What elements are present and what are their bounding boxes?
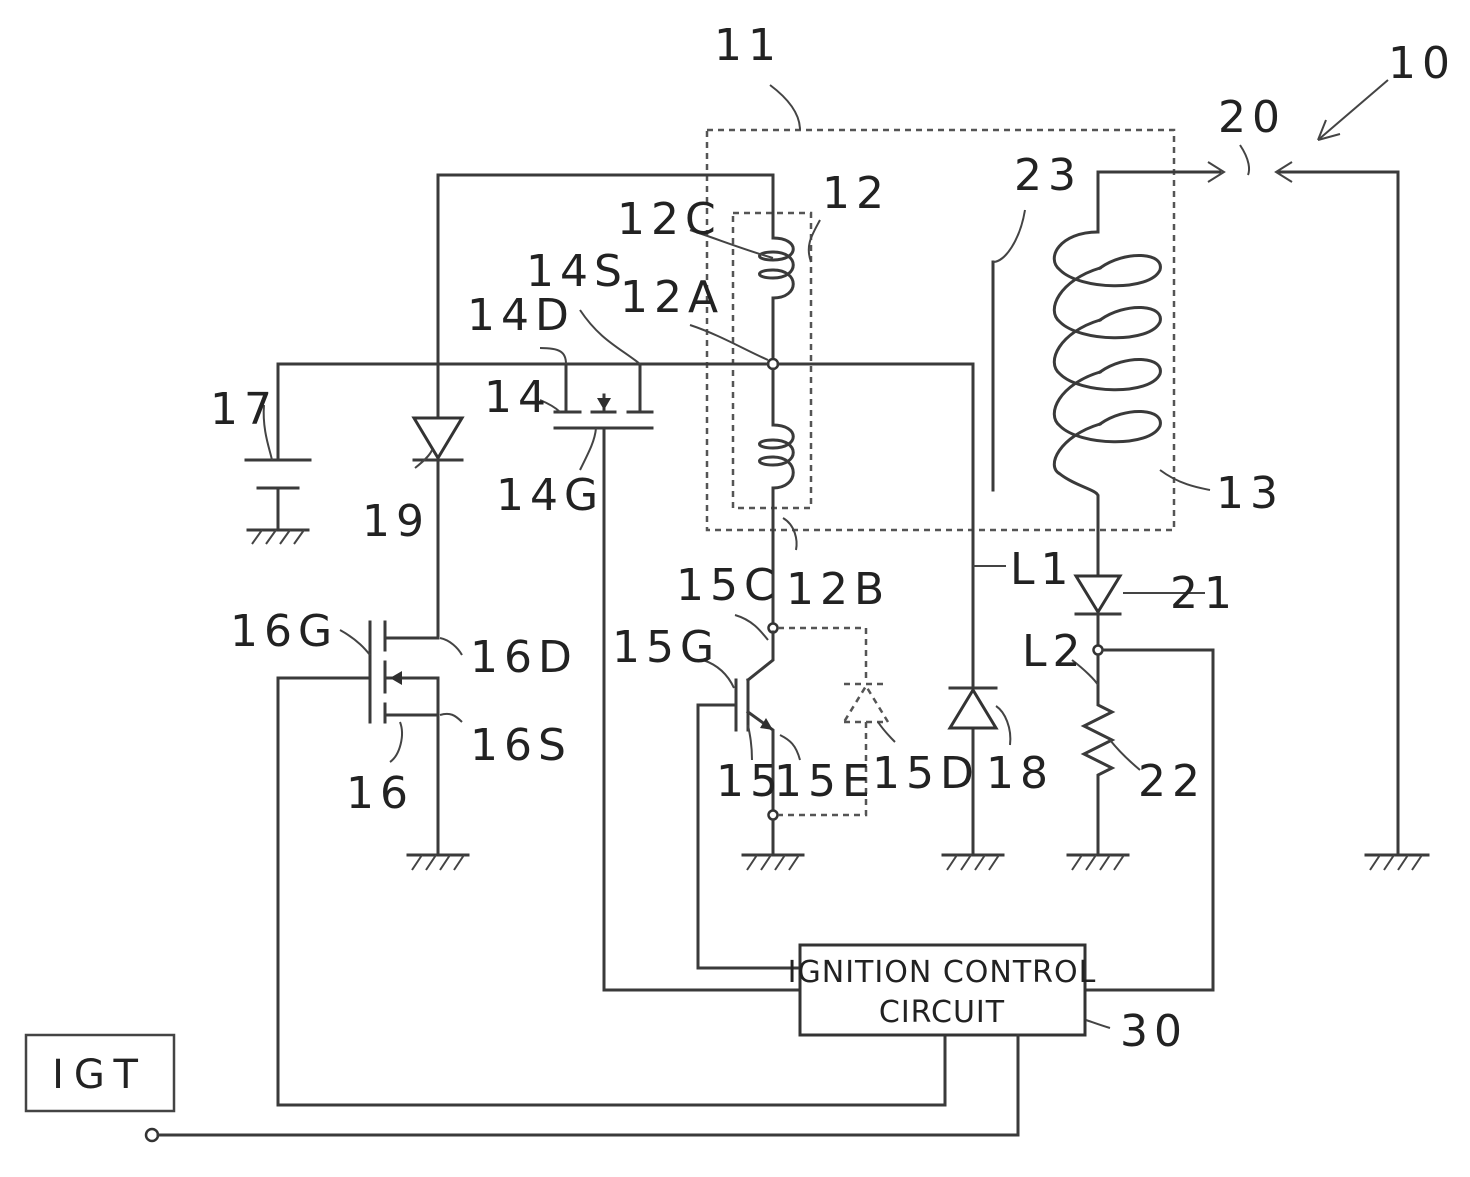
leader-15d xyxy=(878,722,895,742)
leader-18 xyxy=(996,706,1010,745)
leader-11 xyxy=(770,85,800,130)
label-10: 10 xyxy=(1388,38,1456,89)
label-16g: 16G xyxy=(230,606,338,657)
ignition-coil-boundary xyxy=(707,130,1174,530)
leader-22 xyxy=(1110,740,1140,770)
leader-13 xyxy=(1160,470,1210,490)
leader-10 xyxy=(1318,80,1388,140)
diode-18 xyxy=(950,688,996,728)
ground-22 xyxy=(1068,855,1128,870)
label-l2: L2 xyxy=(1022,626,1087,677)
label-15d: 15D xyxy=(872,748,980,799)
leader-12a xyxy=(690,325,768,360)
label-12: 12 xyxy=(822,168,890,219)
ground-15 xyxy=(743,855,803,870)
leader-16g xyxy=(340,630,370,655)
control-box-line2: CIRCUIT xyxy=(879,995,1005,1030)
label-16s: 16S xyxy=(470,720,572,771)
label-15g: 15G xyxy=(612,622,720,673)
leader-20 xyxy=(1240,145,1249,175)
secondary-coil-13 xyxy=(1054,162,1224,574)
igt-label: IGT xyxy=(52,1052,148,1098)
label-18: 18 xyxy=(986,748,1054,799)
leader-16 xyxy=(390,722,402,762)
leader-15c xyxy=(735,615,768,640)
label-20: 20 xyxy=(1218,92,1286,143)
label-12c: 12C xyxy=(617,194,722,245)
label-23: 23 xyxy=(1014,150,1082,201)
label-12b: 12B xyxy=(786,564,890,615)
leader-16d xyxy=(440,638,462,655)
wire-diode19-to-16d xyxy=(385,462,438,638)
label-14g: 14G xyxy=(496,470,604,521)
label-19: 19 xyxy=(362,496,430,547)
label-17: 17 xyxy=(210,384,278,435)
ground-16 xyxy=(408,855,468,870)
leader-14g xyxy=(580,428,596,470)
leader-30 xyxy=(1086,1020,1110,1028)
primary-coil-upper xyxy=(760,215,794,362)
leader-15 xyxy=(748,725,752,760)
label-16: 16 xyxy=(346,768,414,819)
leader-12b xyxy=(783,518,797,550)
leader-23 xyxy=(993,210,1025,262)
leader-16s xyxy=(440,714,462,722)
wire-top-left xyxy=(438,175,773,215)
label-14d: 14D xyxy=(467,290,575,341)
control-box-line1: IGNITION CONTROL xyxy=(788,955,1097,990)
igt-terminal xyxy=(146,1129,158,1141)
label-15c: 15C xyxy=(676,560,781,611)
label-12a: 12A xyxy=(620,272,724,323)
label-30: 30 xyxy=(1120,1006,1188,1057)
leader-14d xyxy=(540,348,566,364)
label-21: 21 xyxy=(1170,568,1238,619)
wire-12a-right xyxy=(778,364,973,688)
label-13: 13 xyxy=(1216,468,1284,519)
spark-gap-wire xyxy=(1278,172,1398,855)
label-15e: 15E xyxy=(774,756,876,807)
label-22: 22 xyxy=(1138,756,1206,807)
diode-19 xyxy=(414,418,462,460)
wire-igt xyxy=(158,1035,1018,1135)
label-l1: L1 xyxy=(1010,544,1075,595)
label-14: 14 xyxy=(484,372,552,423)
label-16d: 16D xyxy=(470,632,578,683)
label-11: 11 xyxy=(714,20,782,71)
ground-18 xyxy=(943,855,1003,870)
ground-20 xyxy=(1366,855,1428,870)
